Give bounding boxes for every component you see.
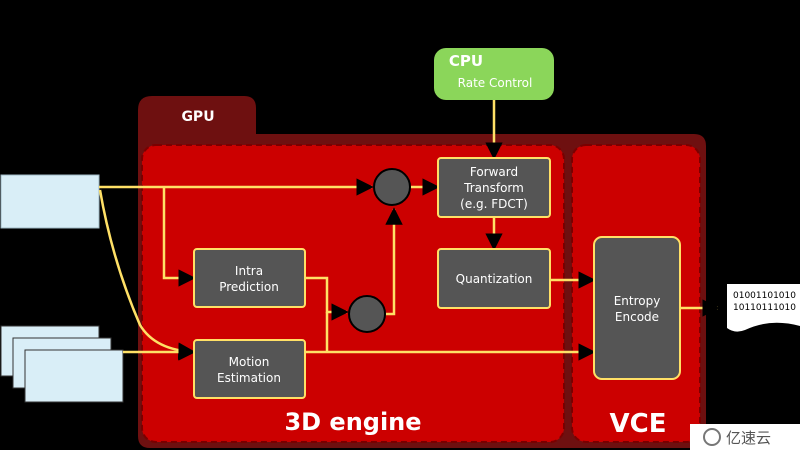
motion-estimation-line-1: Motion: [229, 355, 270, 369]
forward-transform-line-3: (e.g. FDCT): [460, 197, 528, 211]
entropy-encode-line-1: Entropy: [614, 294, 661, 308]
reference-frames: [0, 325, 124, 403]
bitstream-line-1: 01001101010: [733, 291, 796, 301]
motion-estimation-block: Motion Estimation: [193, 339, 306, 399]
engine-3d-title: 3D engine: [284, 408, 421, 436]
watermark-text: 亿速云: [726, 429, 771, 447]
quantization-block: Quantization: [437, 248, 551, 309]
entropy-encode-block: Entropy Encode: [593, 236, 681, 380]
watermark: 亿速云: [690, 424, 800, 450]
intra-prediction-line-1: Intra: [235, 264, 263, 278]
quantization-label: Quantization: [456, 272, 533, 286]
cpu-subtitle: Rate Control: [458, 76, 533, 90]
forward-transform-block: Forward Transform (e.g. FDCT): [437, 157, 551, 218]
connection-lines: [98, 100, 720, 361]
input-frame-current: [0, 174, 100, 229]
intra-prediction-block: Intra Prediction: [193, 248, 306, 308]
entropy-encode-line-2: Encode: [615, 310, 659, 324]
motion-estimation-line-2: Estimation: [217, 371, 281, 385]
forward-transform-line-2: Transform: [463, 181, 524, 195]
vce-title: VCE: [610, 409, 667, 439]
forward-transform-line-1: Forward: [470, 165, 518, 179]
cpu-box: CPU Rate Control: [434, 48, 554, 100]
cpu-title: CPU: [449, 52, 483, 70]
watermark-logo-icon: [703, 428, 721, 446]
intra-prediction-line-2: Prediction: [219, 280, 279, 294]
gpu-title: GPU: [181, 109, 214, 125]
bitstream-output: 01001101010 10110111010: [727, 284, 800, 332]
sum-node-lower: [348, 295, 386, 333]
sum-node-upper: [373, 168, 411, 206]
bitstream-line-2: 10110111010: [733, 303, 796, 313]
